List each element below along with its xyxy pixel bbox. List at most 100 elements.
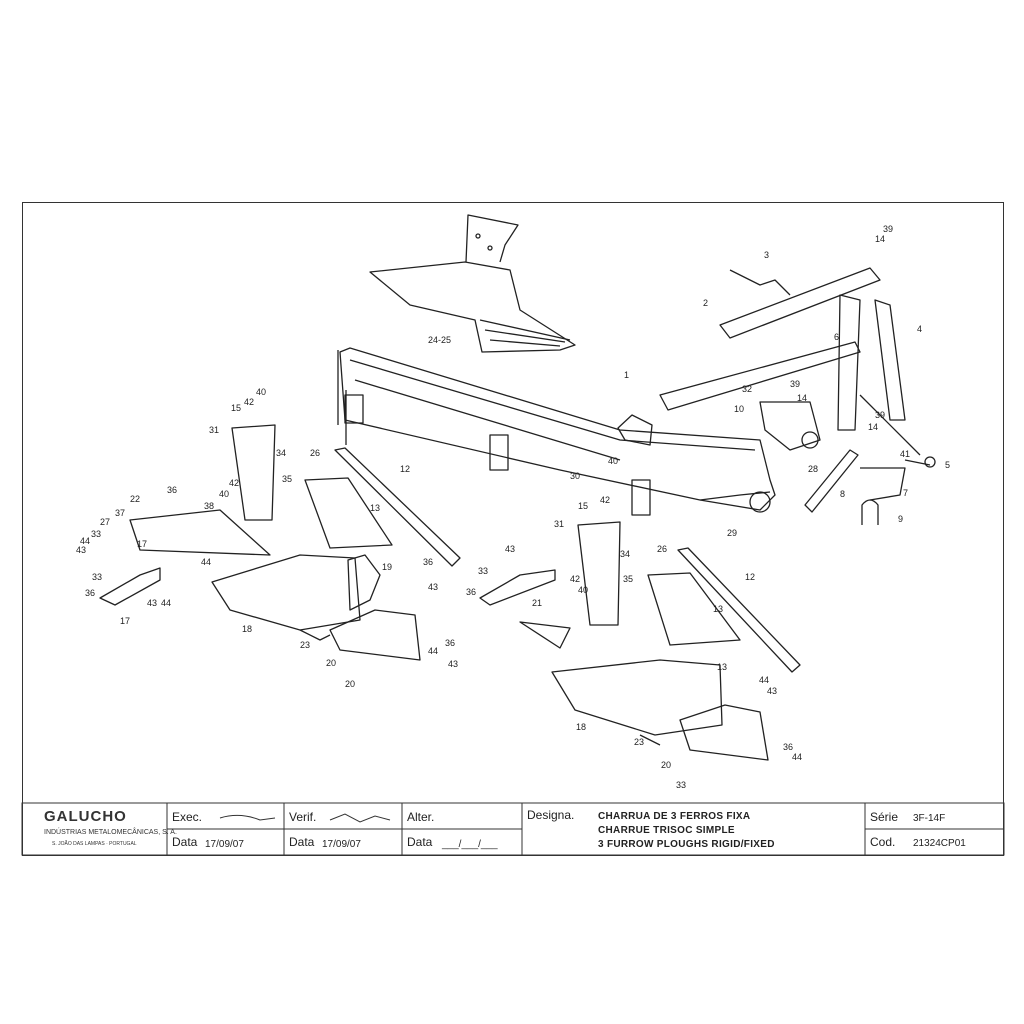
part-callout: 43 bbox=[76, 545, 86, 555]
bracket-10 bbox=[759, 401, 821, 451]
part-callout: 7 bbox=[903, 488, 908, 498]
part-callout: 2 bbox=[703, 298, 708, 308]
part-callout: 42 bbox=[570, 574, 580, 584]
part-callout: 14 bbox=[797, 393, 807, 403]
part-callout: 44 bbox=[161, 598, 171, 608]
part-callout: 27 bbox=[100, 517, 110, 527]
mouldboard-18-mid bbox=[551, 659, 723, 736]
part-callout: 34 bbox=[620, 549, 630, 559]
part-callout: 44 bbox=[80, 536, 90, 546]
part-callout: 30 bbox=[570, 471, 580, 481]
bracket-top bbox=[465, 214, 519, 263]
part-callout: 44 bbox=[428, 646, 438, 656]
main-beam bbox=[339, 347, 776, 511]
part-callout: 14 bbox=[875, 234, 885, 244]
bar-2 bbox=[719, 267, 881, 339]
part-callout: 14 bbox=[868, 422, 878, 432]
bar-12-left bbox=[334, 447, 461, 567]
part-callout: 38 bbox=[204, 501, 214, 511]
company-subtitle: INDÚSTRIAS METALOMECÂNICAS, S. A. bbox=[44, 829, 177, 836]
part-callout: 40 bbox=[219, 489, 229, 499]
part-callout: 43 bbox=[767, 686, 777, 696]
designation-pt: CHARRUA DE 3 FERROS FIXA bbox=[598, 811, 751, 822]
part-callout: 41 bbox=[900, 449, 910, 459]
part-callout: 26 bbox=[310, 448, 320, 458]
part-callout: 43 bbox=[505, 544, 515, 554]
part-callout: 39 bbox=[883, 224, 893, 234]
part-callout: 22 bbox=[130, 494, 140, 504]
share-20-mid bbox=[679, 704, 769, 761]
designation-en: 3 FURROW PLOUGHS RIGID/FIXED bbox=[598, 839, 775, 850]
serie-value: 3F-14F bbox=[913, 813, 946, 824]
exec-label: Exec. bbox=[172, 810, 203, 824]
part-callout: 1 bbox=[624, 370, 629, 380]
cod-value: 21324CP01 bbox=[913, 838, 966, 849]
alter-date: ___/___/___ bbox=[442, 839, 498, 850]
part-callout: 40 bbox=[256, 387, 266, 397]
verif-label: Verif. bbox=[289, 810, 317, 824]
alter-data-label: Data bbox=[407, 835, 433, 849]
part-callout: 44 bbox=[201, 557, 211, 567]
part-callout: 40 bbox=[608, 456, 618, 466]
part-callout: 26 bbox=[657, 544, 667, 554]
serie-label: Série bbox=[870, 810, 899, 824]
part-callout: 36 bbox=[85, 588, 95, 598]
part-callout: 35 bbox=[282, 474, 292, 484]
part-callout: 20 bbox=[326, 658, 336, 668]
drawing-frame bbox=[22, 202, 1004, 856]
part-callout: 32 bbox=[742, 384, 752, 394]
designation-fr: CHARRUE TRISOC SIMPLE bbox=[598, 825, 735, 836]
part-callout: 43 bbox=[147, 598, 157, 608]
part-callout: 31 bbox=[209, 425, 219, 435]
part-callout: 20 bbox=[661, 760, 671, 770]
part-callout: 13 bbox=[370, 503, 380, 513]
part-callout: 12 bbox=[400, 464, 410, 474]
part-callout: 36 bbox=[466, 587, 476, 597]
part-callout: 13 bbox=[717, 662, 727, 672]
part-callout: 10 bbox=[734, 404, 744, 414]
alter-label: Alter. bbox=[407, 810, 435, 824]
bar-7 bbox=[860, 467, 906, 501]
part-callout: 18 bbox=[242, 624, 252, 634]
cod-label: Cod. bbox=[870, 835, 896, 849]
part-callout: 13 bbox=[713, 604, 723, 614]
part-callout: 34 bbox=[276, 448, 286, 458]
verif-data-label: Data bbox=[289, 835, 315, 849]
part-callout: 33 bbox=[478, 566, 488, 576]
part-callout: 28 bbox=[808, 464, 818, 474]
share-21 bbox=[519, 621, 571, 649]
part-callout: 15 bbox=[578, 501, 588, 511]
handle-3 bbox=[729, 269, 791, 296]
part-callout: 23 bbox=[634, 737, 644, 747]
part-callout: 42 bbox=[600, 495, 610, 505]
part-callout: 44 bbox=[759, 675, 769, 685]
part-callout: 33 bbox=[676, 780, 686, 790]
bar-17-mid bbox=[479, 569, 556, 606]
part-callout: 6 bbox=[834, 332, 839, 342]
part-callout: 40 bbox=[578, 585, 588, 595]
exec-data-label: Data bbox=[172, 835, 198, 849]
part-callout: 8 bbox=[840, 489, 845, 499]
exec-date: 17/09/07 bbox=[205, 839, 244, 850]
part-callout: 18 bbox=[576, 722, 586, 732]
part-callout: 36 bbox=[167, 485, 177, 495]
bracket-15-left bbox=[231, 424, 276, 521]
bracket-19 bbox=[347, 554, 381, 611]
bracket-4 bbox=[837, 294, 861, 431]
part-callout: 43 bbox=[448, 659, 458, 669]
part-callout: 33 bbox=[92, 572, 102, 582]
bracket-13-mid bbox=[647, 572, 741, 646]
share-20-left bbox=[329, 609, 421, 661]
bar-12-mid bbox=[677, 547, 801, 673]
verif-date: 17/09/07 bbox=[322, 839, 361, 850]
part-callout: 35 bbox=[623, 574, 633, 584]
part-callout: 36 bbox=[445, 638, 455, 648]
bar-17-left bbox=[99, 567, 161, 606]
part-callout: 17 bbox=[137, 539, 147, 549]
part-callout: 29 bbox=[727, 528, 737, 538]
part-callout: 3 bbox=[764, 250, 769, 260]
part-callout: 4 bbox=[917, 324, 922, 334]
part-callout: 23 bbox=[300, 640, 310, 650]
